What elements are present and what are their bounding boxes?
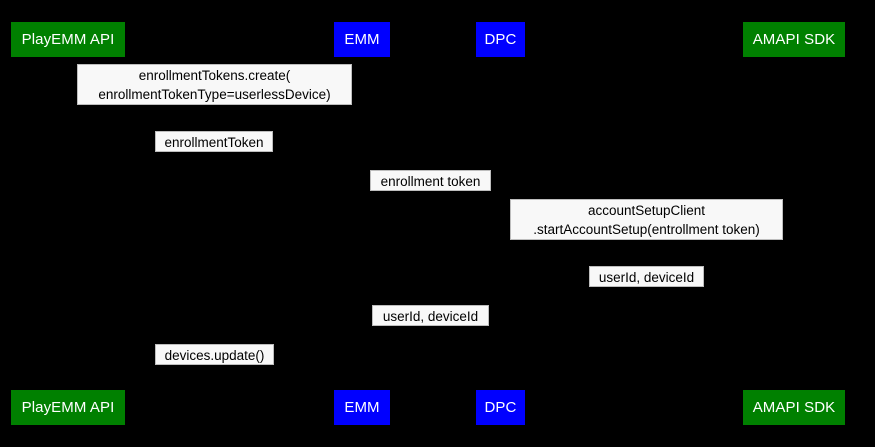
arrow-line-msg-4 <box>500 240 793 241</box>
message-label-enrollment-token-camel: enrollmentToken <box>155 131 273 152</box>
participant-label: EMM <box>344 31 380 48</box>
message-label-userid-deviceid-dpc-to-emm: userId, deviceId <box>372 305 489 326</box>
participant-emm-top[interactable]: EMM <box>334 22 390 57</box>
lifeline-amapi-sdk <box>793 57 794 390</box>
arrow-line-msg-1 <box>67 105 361 106</box>
lifeline-emm <box>361 57 362 390</box>
participant-label: DPC <box>484 399 517 416</box>
participant-amapi-sdk-bottom[interactable]: AMAPI SDK <box>743 390 845 425</box>
arrow-line-msg-7 <box>67 365 361 366</box>
participant-label: PlayEMM API <box>21 31 115 48</box>
lifeline-dpc <box>500 57 501 390</box>
participant-label: AMAPI SDK <box>752 31 836 48</box>
message-label-enrollment-token: enrollment token <box>370 170 491 191</box>
arrow-line-msg-6 <box>361 326 500 327</box>
participant-emm-bottom[interactable]: EMM <box>334 390 390 425</box>
participant-label: PlayEMM API <box>21 399 115 416</box>
message-label-devices-update: devices.update() <box>155 344 274 365</box>
arrow-line-msg-3 <box>361 191 500 192</box>
message-label-enrollment-tokens-create: enrollmentTokens.create( enrollmentToken… <box>77 64 352 105</box>
participant-dpc-bottom[interactable]: DPC <box>476 390 525 425</box>
lifeline-playemm-api <box>67 57 68 390</box>
participant-label: DPC <box>484 31 517 48</box>
message-label-account-setup-client-start: accountSetupClient .startAccountSetup(en… <box>510 199 783 240</box>
message-label-userid-deviceid-sdk-to-dpc: userId, deviceId <box>589 266 704 287</box>
participant-playemm-api-bottom[interactable]: PlayEMM API <box>11 390 125 425</box>
participant-amapi-sdk-top[interactable]: AMAPI SDK <box>743 22 845 57</box>
participant-dpc-top[interactable]: DPC <box>476 22 525 57</box>
participant-playemm-api-top[interactable]: PlayEMM API <box>11 22 125 57</box>
participant-label: AMAPI SDK <box>752 399 836 416</box>
participant-label: EMM <box>344 399 380 416</box>
arrow-line-msg-5 <box>500 287 793 288</box>
arrow-line-msg-2 <box>67 152 361 153</box>
